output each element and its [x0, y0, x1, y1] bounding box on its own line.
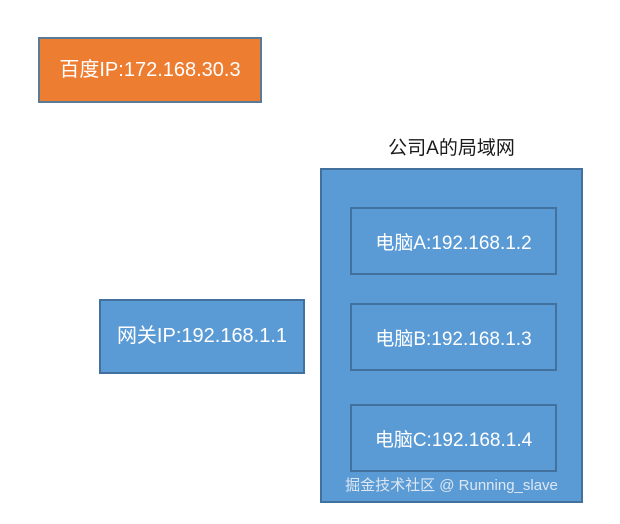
gateway-box: 网关IP:192.168.1.1: [99, 299, 305, 374]
watermark: 掘金技术社区 @ Running_slave: [345, 477, 558, 494]
lan-host-c: 电脑C:192.168.1.4: [350, 404, 557, 472]
lan-host-c-label: 电脑C:192.168.1.4: [374, 429, 533, 451]
lan-host-b-label: 电脑B:192.168.1.3: [375, 328, 532, 350]
external-host-box: 百度IP:172.168.30.3: [38, 37, 262, 103]
lan-container: 电脑A:192.168.1.2 电脑B:192.168.1.3 电脑C:192.…: [320, 168, 583, 503]
lan-host-a-label: 电脑A:192.168.1.2: [375, 232, 532, 254]
external-host-label: 百度IP:172.168.30.3: [59, 58, 241, 81]
lan-host-a: 电脑A:192.168.1.2: [350, 207, 557, 275]
gateway-label: 网关IP:192.168.1.1: [116, 325, 288, 347]
lan-host-b: 电脑B:192.168.1.3: [350, 303, 557, 371]
lan-title: 公司A的局域网: [388, 138, 515, 159]
